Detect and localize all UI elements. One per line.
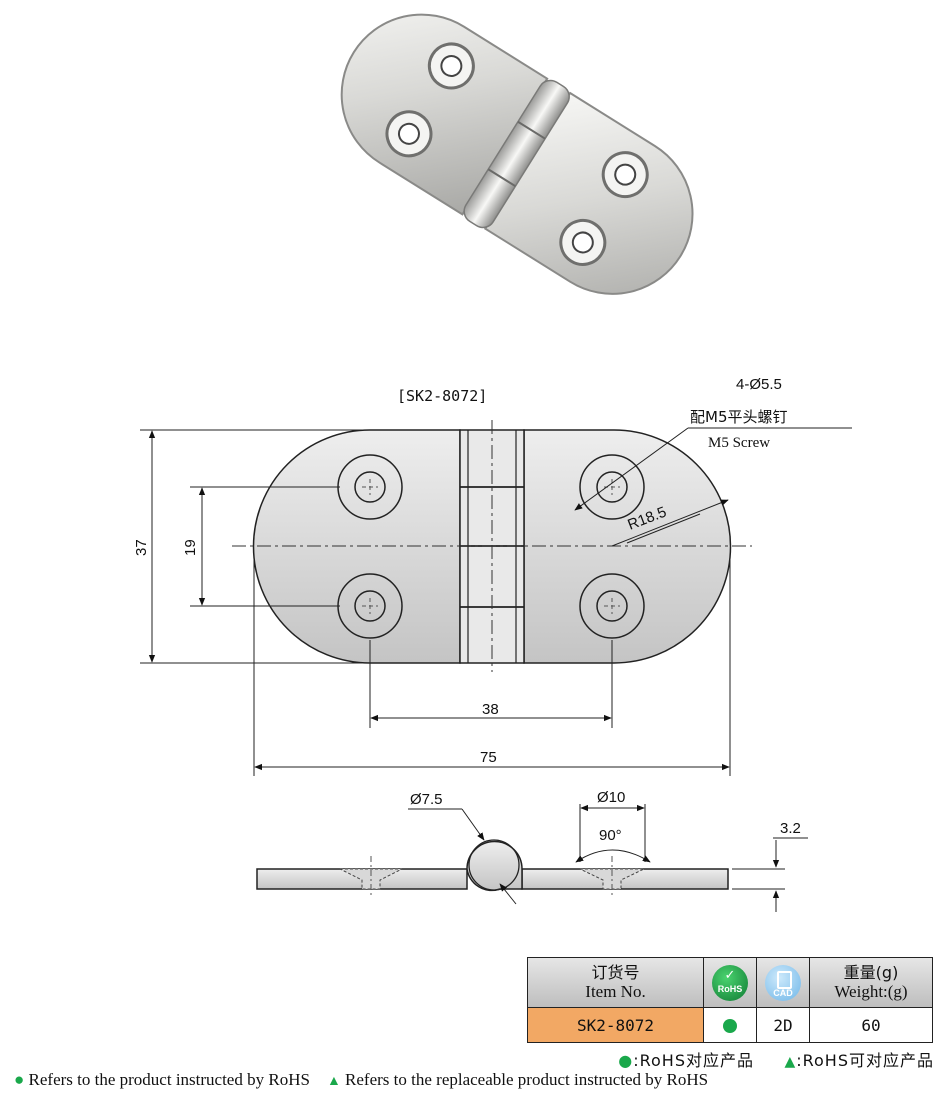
- order-table-header: 订货号 Item No. RoHS CAD 重量(g) Weight:(g): [527, 957, 933, 1008]
- legend-cn: ●:RoHS对应产品 ▲:RoHS可对应产品: [618, 1047, 934, 1071]
- header-weight-en: Weight:(g): [834, 982, 908, 1001]
- screw-en: M5 Screw: [708, 435, 770, 451]
- legend-cn-rohs: :RoHS对应产品: [633, 1051, 754, 1070]
- table-row: SK2-8072 2D 60: [527, 1007, 933, 1043]
- product-photo: [340, 13, 694, 295]
- dim-length: 75: [480, 749, 497, 766]
- legend-en-rohs: Refers to the product instructed by RoHS: [28, 1070, 310, 1089]
- rohs-dot-icon: [723, 1019, 737, 1033]
- model-label: [SK2-8072]: [397, 387, 487, 405]
- legend-cn-replaceable: :RoHS可对应产品: [796, 1051, 934, 1070]
- order-table: 订货号 Item No. RoHS CAD 重量(g) Weight:(g) S…: [527, 957, 933, 1043]
- triangle-icon: ▲: [784, 1054, 797, 1070]
- cad-cell: 2D: [756, 1007, 810, 1043]
- header-rohs: RoHS: [703, 957, 757, 1008]
- screw-cn: 配M5平头螺钉: [690, 408, 788, 426]
- top-view: [140, 420, 852, 776]
- dim-hole-pitch-v: 19: [182, 539, 199, 556]
- rohs-dot-icon: ●: [618, 1051, 634, 1070]
- rohs-icon: RoHS: [712, 964, 748, 1001]
- weight-cell: 60: [809, 1007, 933, 1043]
- dim-height: 37: [133, 539, 150, 556]
- side-view: [256, 804, 808, 912]
- header-weight: 重量(g) Weight:(g): [809, 957, 933, 1008]
- triangle-icon: ▲: [326, 1074, 341, 1089]
- hole-callout: 4-Ø5.5: [736, 376, 782, 393]
- dim-thickness: 3.2: [780, 820, 801, 837]
- dim-knuckle: Ø7.5: [410, 791, 443, 808]
- header-item-en: Item No.: [585, 982, 646, 1001]
- cad-icon: CAD: [765, 964, 801, 1001]
- rohs-cell: [703, 1007, 757, 1043]
- legend-en: ● Refers to the product instructed by Ro…: [14, 1070, 708, 1090]
- dim-angle: 90°: [599, 827, 622, 844]
- item-no-cell: SK2-8072: [527, 1007, 704, 1043]
- header-item-no: 订货号 Item No.: [527, 957, 704, 1008]
- dim-countersink: Ø10: [597, 789, 625, 806]
- dim-hole-pitch-h: 38: [482, 701, 499, 718]
- legend-en-replaceable: Refers to the replaceable product instru…: [345, 1070, 709, 1089]
- header-item-cn: 订货号: [591, 963, 640, 982]
- header-cad: CAD: [756, 957, 810, 1008]
- hinge-drawing: [SK2-8072] 4-Ø5.5 配M5平头螺钉 M5 Screw R18.5…: [133, 13, 852, 912]
- rohs-dot-icon: ●: [14, 1070, 25, 1089]
- header-weight-cn: 重量(g): [843, 963, 899, 982]
